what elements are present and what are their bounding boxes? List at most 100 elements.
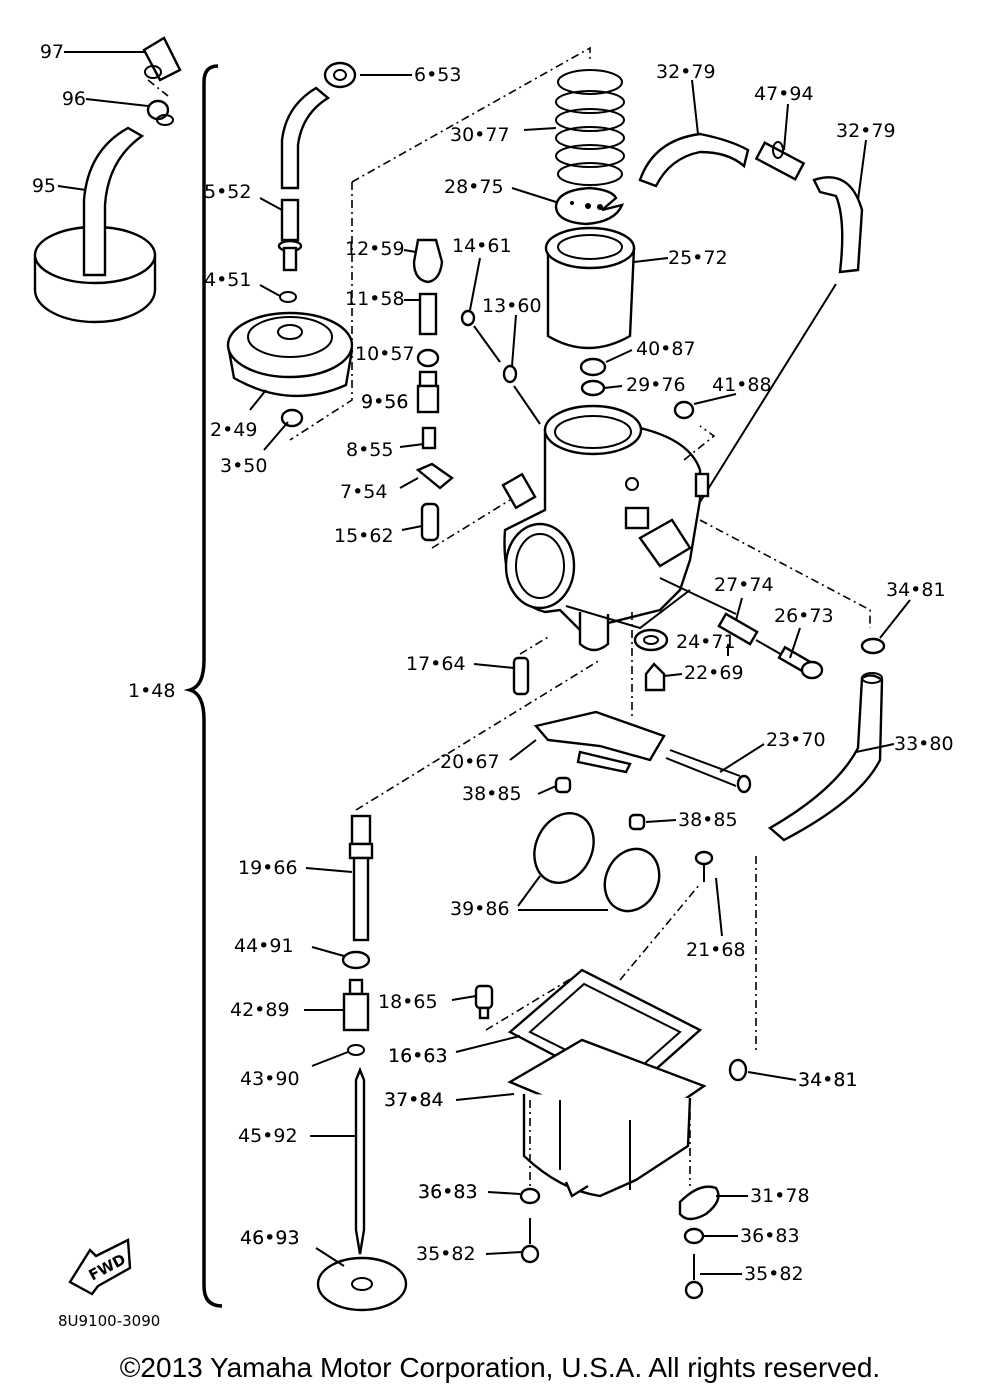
callout-46[interactable]: 46•93 xyxy=(240,1227,300,1249)
callout-97[interactable]: 97 xyxy=(40,41,64,63)
part-3-washer xyxy=(280,408,304,428)
callout-95[interactable]: 95 xyxy=(32,175,56,197)
part-33-drain-hose xyxy=(767,674,884,842)
callout-37[interactable]: 37•84 xyxy=(384,1089,444,1111)
part-22-main-jet xyxy=(644,662,666,692)
callout-41[interactable]: 41•88 xyxy=(712,374,772,396)
callout-36a-text[interactable]: 36•83 xyxy=(418,1181,478,1203)
part-39-float-a xyxy=(533,812,595,884)
callout-29[interactable]: 29•76 xyxy=(626,374,686,396)
part-31-bracket xyxy=(678,1185,720,1221)
callout-47[interactable]: 47•94 xyxy=(754,83,814,105)
callout-43[interactable]: 43•90 xyxy=(240,1068,300,1090)
callout-26[interactable]: 26•73 xyxy=(774,605,834,627)
part-29-clip xyxy=(580,379,606,397)
callout-21[interactable]: 21•68 xyxy=(686,939,746,961)
part-35-screw-a xyxy=(520,1218,540,1264)
callout-28[interactable]: 28•75 xyxy=(444,176,504,198)
callout-24[interactable]: 24•71 xyxy=(676,631,736,653)
callout-16[interactable]: 16•63 xyxy=(388,1045,448,1067)
part-8-spring xyxy=(421,426,437,450)
part-32-hose-left xyxy=(638,132,750,188)
part-14-air-screw xyxy=(460,309,501,363)
part-95-breather xyxy=(33,126,157,324)
part-34-clamp-upper xyxy=(860,637,886,655)
callout-1[interactable]: 1•48 xyxy=(128,680,175,702)
part-41-cap xyxy=(673,400,695,420)
part-42-needle-jet-holder xyxy=(342,978,370,1032)
callout-36b[interactable]: 36•83 xyxy=(740,1225,800,1247)
callout-96[interactable]: 96 xyxy=(62,88,86,110)
part-21-screw xyxy=(694,850,714,882)
callout-35b[interactable]: 35•82 xyxy=(744,1263,804,1285)
part-13-spring xyxy=(502,364,518,384)
part-45-jet-needle xyxy=(354,1066,366,1255)
callout-3[interactable]: 3•50 xyxy=(220,455,267,477)
callout-34b-text[interactable]: 34•81 xyxy=(798,1069,858,1091)
callout-44[interactable]: 44•91 xyxy=(234,935,294,957)
part-20-float-arm xyxy=(533,710,666,774)
callout-10[interactable]: 10•57 xyxy=(355,343,415,365)
callout-30[interactable]: 30•77 xyxy=(450,124,510,146)
part-40-washer xyxy=(579,357,607,377)
part-28-plate xyxy=(554,186,625,226)
callout-45[interactable]: 45•92 xyxy=(238,1125,298,1147)
carburetor-exploded-diagram: 1•48 97 96 95 6•53 5•52 4•51 xyxy=(32,36,954,1330)
callout-34b[interactable]: 34•81 xyxy=(798,1069,858,1091)
callout-8[interactable]: 8•55 xyxy=(346,439,393,461)
callout-14[interactable]: 14•61 xyxy=(452,235,512,257)
callout-4[interactable]: 4•51 xyxy=(204,269,251,291)
part-2-top-cap xyxy=(226,311,354,398)
callout-6[interactable]: 6•53 xyxy=(414,64,461,86)
part-96-clamp xyxy=(146,99,174,126)
callout-5[interactable]: 5•52 xyxy=(204,181,251,203)
callout-37b[interactable]: 37•84 xyxy=(384,1089,444,1111)
callout-15[interactable]: 15•62 xyxy=(334,525,394,547)
callout-9[interactable]: 9•56 xyxy=(361,391,408,413)
part-46-diaphragm xyxy=(316,1256,408,1312)
callout-23[interactable]: 23•70 xyxy=(766,729,826,751)
part-97-cap xyxy=(142,36,182,82)
callout-17[interactable]: 17•64 xyxy=(406,653,466,675)
callout-42[interactable]: 42•89 xyxy=(230,999,290,1021)
part-18-starter-jet xyxy=(474,984,494,1020)
callout-38a[interactable]: 38•85 xyxy=(462,783,522,805)
callout-32a[interactable]: 32•79 xyxy=(656,61,716,83)
part-carburetor-body xyxy=(501,404,710,652)
callout-35a[interactable]: 35•82 xyxy=(416,1243,476,1265)
callout-36a[interactable]: 36•83 xyxy=(418,1181,478,1203)
part-12-cap xyxy=(412,238,444,284)
callout-18[interactable]: 18•65 xyxy=(378,991,438,1013)
callout-12[interactable]: 12•59 xyxy=(345,238,405,260)
part-11-screw xyxy=(418,292,438,336)
callout-39[interactable]: 39•86 xyxy=(450,898,510,920)
callout-25[interactable]: 25•72 xyxy=(668,247,728,269)
callout-31[interactable]: 31•78 xyxy=(750,1185,810,1207)
callout-34a[interactable]: 34•81 xyxy=(886,579,946,601)
callout-20[interactable]: 20•67 xyxy=(440,751,500,773)
part-4-oring xyxy=(279,291,297,303)
callout-40[interactable]: 40•87 xyxy=(636,338,696,360)
callout-46b[interactable]: 46•93 xyxy=(240,1227,300,1249)
callout-38b[interactable]: 38•85 xyxy=(678,809,738,831)
part-32-hose-right xyxy=(812,176,864,274)
callout-13[interactable]: 13•60 xyxy=(482,295,542,317)
part-10-nut xyxy=(416,348,440,368)
callout-16b[interactable]: 16•63 xyxy=(388,1045,448,1067)
callout-27[interactable]: 27•74 xyxy=(714,574,774,596)
callout-2[interactable]: 2•49 xyxy=(210,419,257,441)
callout-33[interactable]: 33•80 xyxy=(894,733,954,755)
part-23-float-pin xyxy=(665,749,752,794)
callout-22[interactable]: 22•69 xyxy=(684,662,744,684)
fwd-arrow-icon: FWD xyxy=(68,1238,132,1296)
part-9-jet xyxy=(416,370,440,414)
callout-19[interactable]: 19•66 xyxy=(238,857,298,879)
callout-11[interactable]: 11•58 xyxy=(345,288,405,310)
drawing-number: 8U9100-3090 xyxy=(58,1312,160,1330)
callout-9b[interactable]: 9•56 xyxy=(361,391,408,413)
callout-32b[interactable]: 32•79 xyxy=(836,120,896,142)
callout-7[interactable]: 7•54 xyxy=(340,481,387,503)
part-30-spring xyxy=(555,69,625,186)
part-27-spring xyxy=(717,612,759,646)
part-6-nut xyxy=(323,61,357,89)
